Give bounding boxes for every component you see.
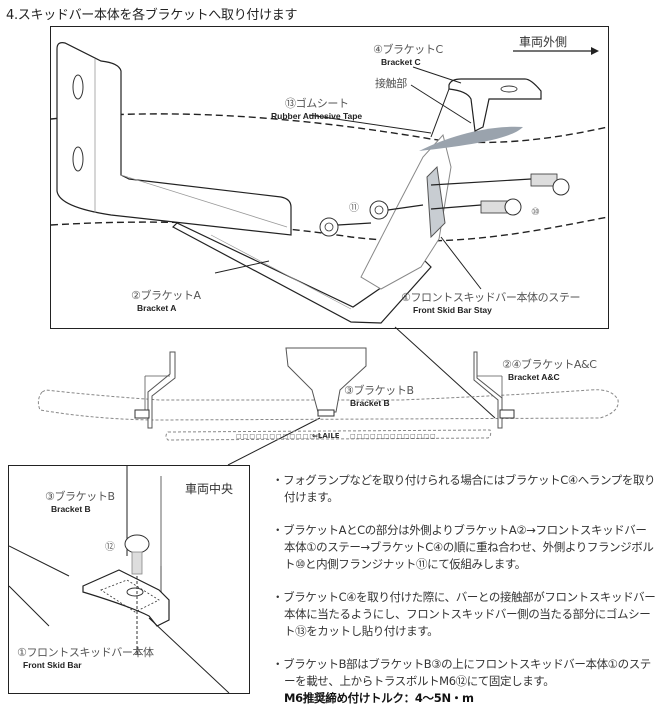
label-bracket-ac: ②④ブラケットA&C Bracket A&C — [502, 358, 597, 382]
arrow-right-icon — [591, 47, 599, 55]
label-bracket-b-overview: ③ブラケットB Bracket B — [344, 384, 414, 408]
label-bolt-12: ⑫ — [105, 542, 115, 553]
bar-outline-lower — [51, 216, 608, 242]
label-nut-number: ⑪ — [349, 203, 359, 214]
bracket-b-detail-drawing — [9, 466, 230, 693]
bracket-b-detail-frame: 車両中央 ③ブラケットB Bracket B ⑫ ①フロントスキッドバー本体 F… — [8, 465, 250, 694]
label-skid-bar: ①フロントスキッドバー本体 Front Skid Bar — [17, 646, 154, 670]
note-rubber-sheet: ・ブラケットC④を取り付けた際に、バーとの接触部がフロントスキッドバー本体に当た… — [272, 590, 656, 638]
svg-text:□□□□□□□□□□□□□: □□□□□□□□□□□□□ — [236, 433, 323, 440]
exploded-view-frame: 車両外側 ④ブラケットC Bracket C 接触部 ⑬ゴムシート Rubber… — [50, 26, 609, 329]
rubber-sheet — [419, 126, 523, 151]
note-assembly-order: ・ブラケットAとCの部分は外側よりブラケットA②→フロントスキッドバー本体①のス… — [272, 523, 654, 571]
exploded-view-drawing — [51, 42, 608, 324]
section-title: 4.スキッドバー本体を各ブラケットへ取り付けます — [6, 8, 298, 23]
flange-bolt-lower — [430, 198, 522, 216]
svg-text:□□□□□□□□□□□□□: □□□□□□□□□□□□□ — [350, 433, 437, 440]
label-stay: ①フロントスキッドバー本体のステー Front Skid Bar Stay — [401, 291, 581, 315]
bracket-a-plate — [172, 222, 432, 324]
bracket-ac-left — [134, 351, 176, 429]
skid-bar-lower — [165, 429, 492, 441]
bracket-b-detail — [82, 569, 170, 627]
truss-bolt-shank — [131, 551, 143, 575]
vehicle-center-label: 車両中央 — [185, 482, 234, 496]
label-bracket-a: ②ブラケットA Bracket A — [131, 289, 201, 313]
label-bolt-number: ⑩ — [531, 207, 540, 218]
label-rubber-sheet: ⑬ゴムシート Rubber Adhesive Tape — [271, 97, 363, 121]
bracket-a-vertical — [56, 42, 292, 236]
torque-spec: M6推奨締め付けトルク：4〜5N・m — [284, 691, 474, 705]
note-fog-lamp: ・フォグランプなどを取り付けられる場合にはブラケットC④へランプを取り付けます。 — [272, 473, 656, 504]
instruction-notes: ・フォグランプなどを取り付けられる場合にはブラケットC④へランプを取り付けます。… — [272, 472, 657, 707]
bracket-c — [448, 78, 542, 132]
truss-bolt-head — [124, 534, 150, 554]
flange-bolt-upper — [430, 173, 570, 196]
label-contact-part: 接触部 — [375, 77, 407, 90]
label-bracket-c: ④ブラケットC Bracket C — [373, 43, 443, 67]
svg-text:⇐LAILE: ⇐LAILE — [312, 432, 340, 440]
flange-nut-upper — [369, 200, 424, 220]
bar-outline-upper — [51, 113, 608, 144]
flange-nut-lower — [319, 217, 372, 237]
direction-label: 車両外側 — [519, 35, 568, 49]
label-bracket-b-detail: ③ブラケットB Bracket B — [45, 490, 115, 514]
skid-bar-outline — [37, 389, 619, 421]
note-bracket-b: ・ブラケットB部はブラケットB③の上にフロントスキッドバー本体①のステーを載せ、… — [272, 657, 651, 688]
